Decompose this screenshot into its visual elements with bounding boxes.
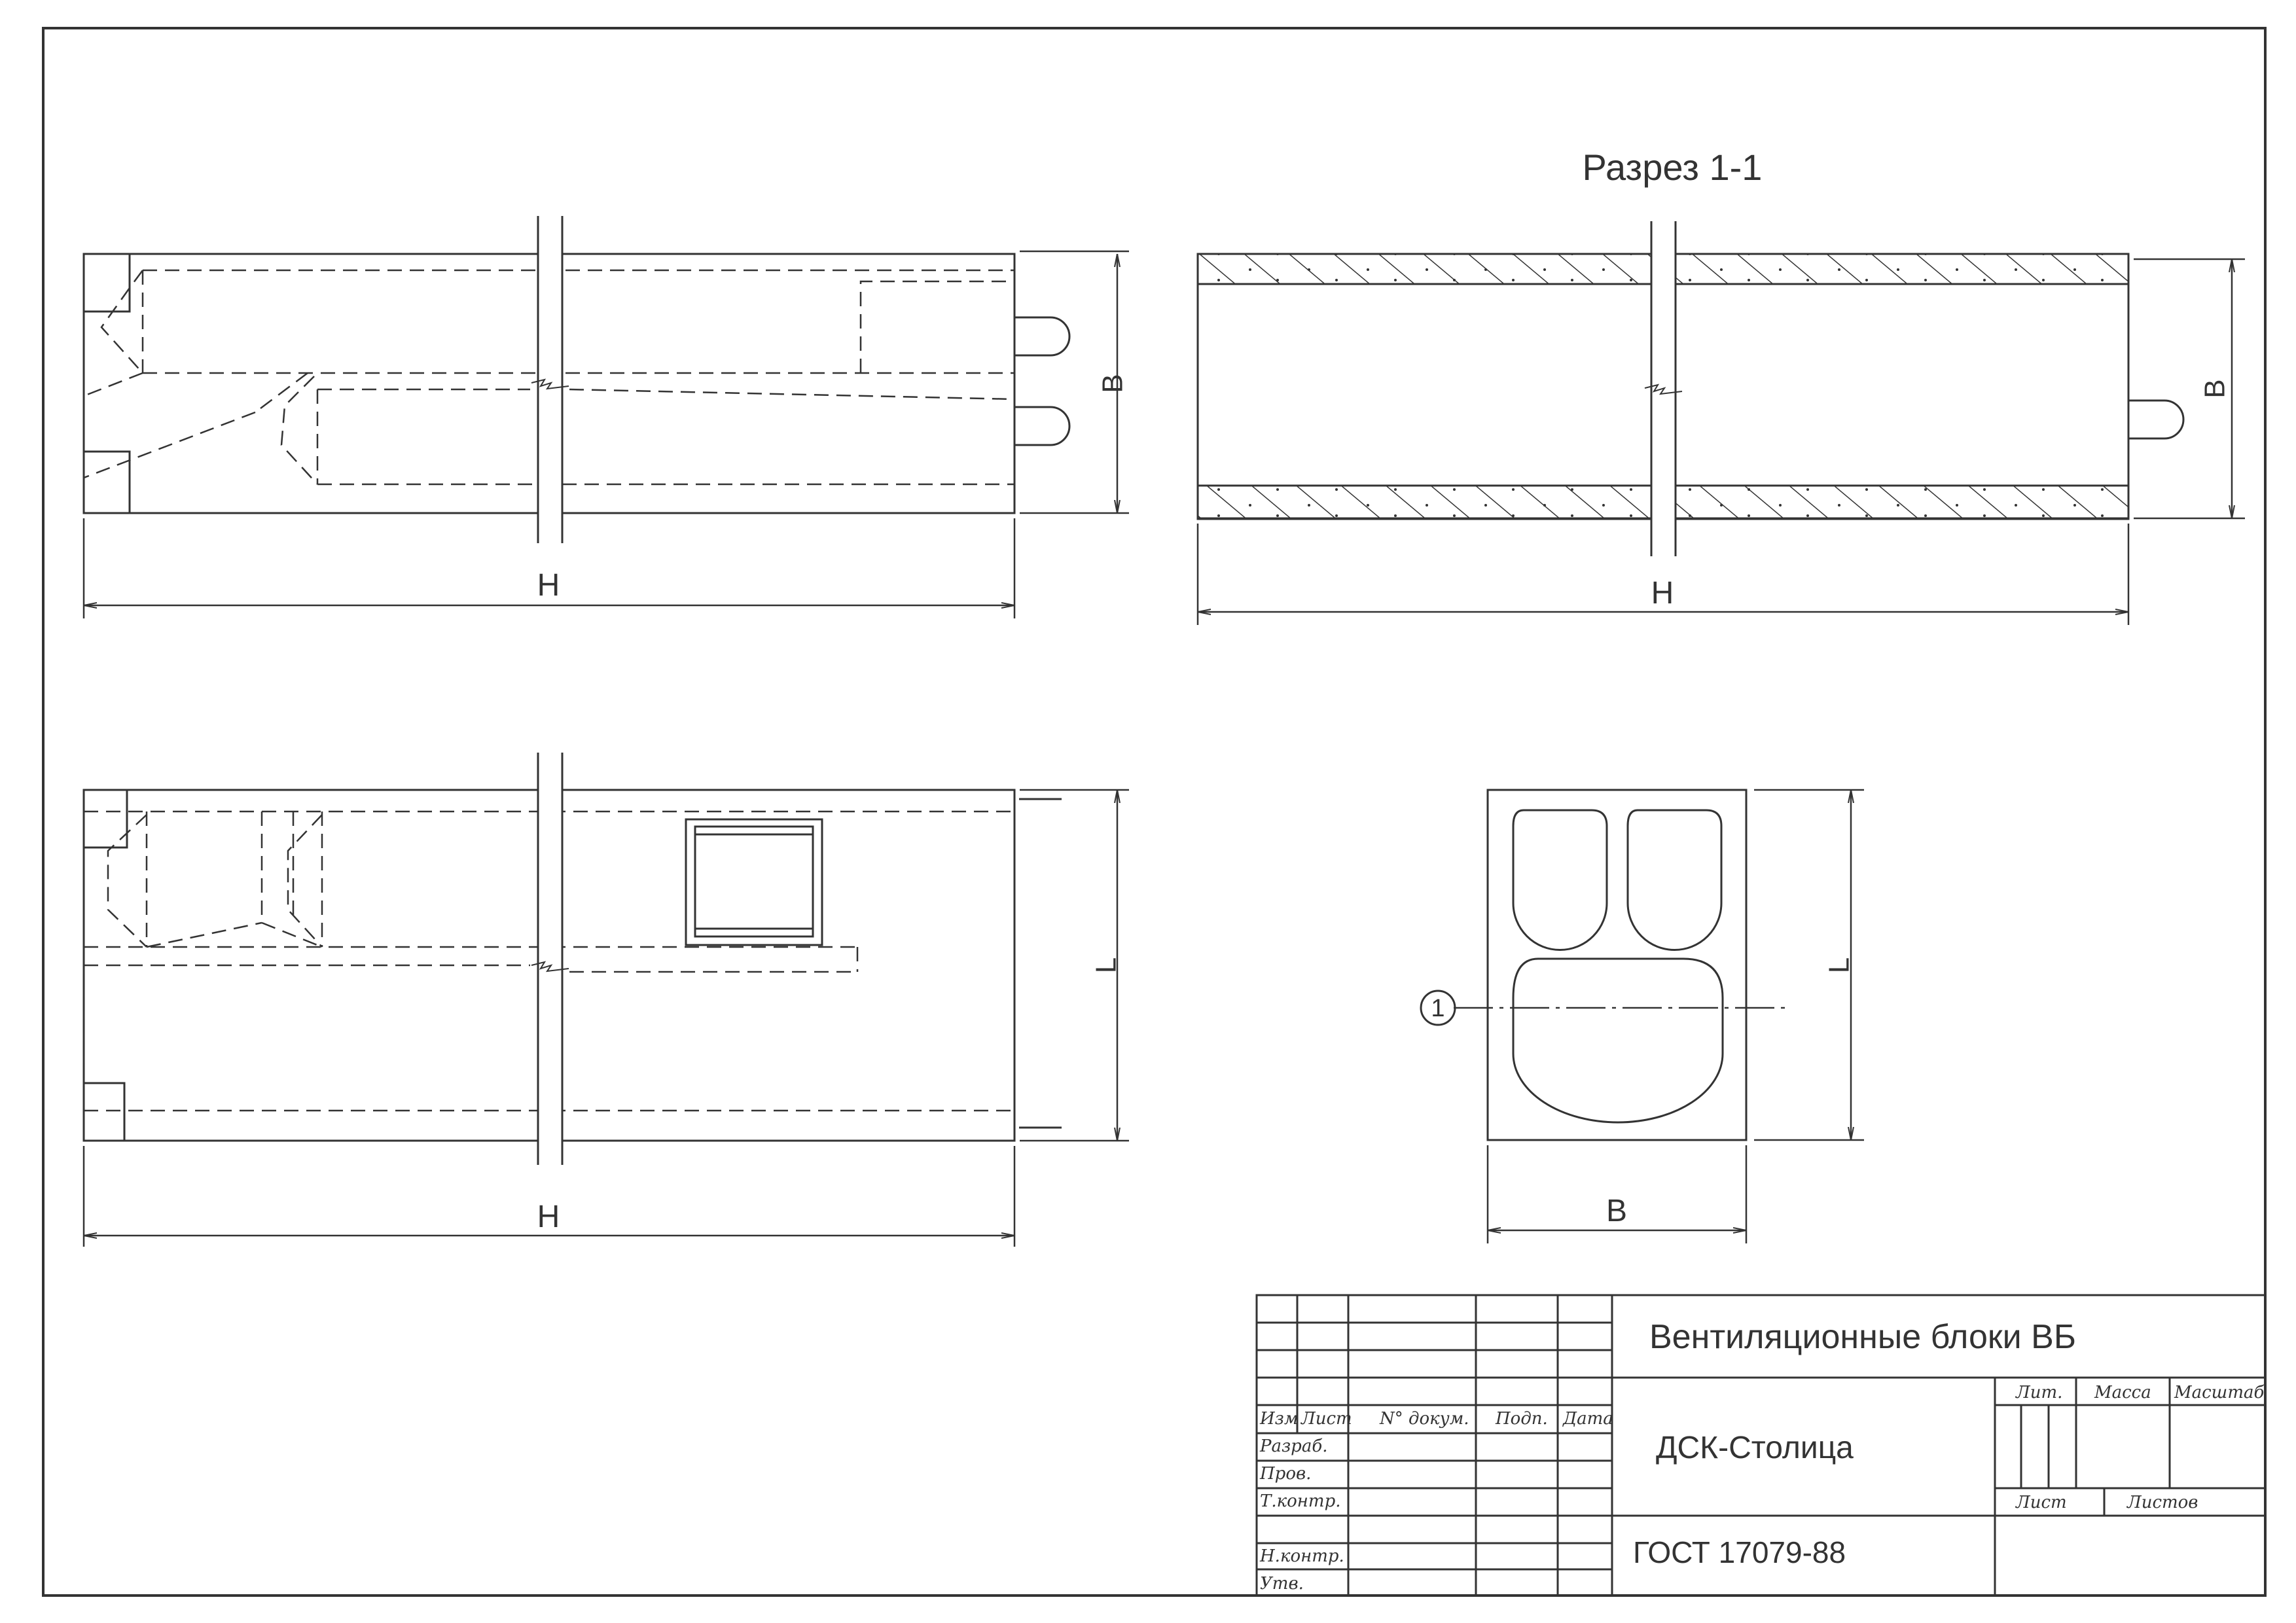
front-view-dim-b: B [1097,374,1129,393]
col-doc: N° докум. [1379,1409,1469,1429]
plan-view-dimensions [82,789,1129,1247]
front-view-dimensions [82,250,1129,618]
col-date: Дата [1562,1409,1613,1429]
cross-section-view [1420,789,1787,1141]
section-view-dimensions [1196,258,2245,625]
cross-section-dimensions [1486,789,1864,1243]
drawing-name: Вентиляционные блоки ВБ [1649,1318,2076,1356]
standard-number: ГОСТ 17079-88 [1633,1535,1846,1569]
sheets-label: Листов [2126,1493,2198,1512]
front-view [82,216,1071,543]
front-view-dim-h: H [537,568,560,603]
massa-label: Масса [2094,1383,2151,1402]
lit-label: Лит. [2015,1383,2062,1402]
section-view [1196,221,2185,556]
title-block [1255,1294,2267,1597]
row-razrab: Разраб. [1259,1436,1327,1456]
masshtab-label: Масштаб [2174,1383,2264,1402]
plan-view-dim-h: H [537,1200,560,1234]
col-sign: Подп. [1495,1409,1548,1429]
sheet-border [42,27,2267,1597]
sheet-label: Лист [2015,1493,2067,1512]
row-nkontr: Н.контр. [1259,1546,1344,1566]
row-utv: Утв. [1260,1574,1304,1594]
section-title: Разрез 1-1 [1583,147,1763,188]
row-tkontr: Т.контр. [1260,1491,1340,1511]
organization-name: ДСК-Столица [1656,1431,1854,1465]
callout-1: 1 [1431,995,1444,1022]
plan-view [82,753,1062,1165]
title-block-text: Вентиляционные блоки ВБ ДСК-Столица ГОСТ… [1259,1318,2264,1594]
row-prov: Пров. [1259,1464,1311,1484]
section-view-dim-h: H [1651,576,1674,611]
col-list: Лист [1300,1409,1352,1429]
cross-section-dim-b: B [1606,1194,1627,1228]
col-izm: Изм [1259,1409,1298,1429]
plan-view-dim-l: L [1090,957,1122,973]
cross-section-dim-l: L [1823,957,1856,973]
section-view-dim-b: B [2199,379,2231,398]
